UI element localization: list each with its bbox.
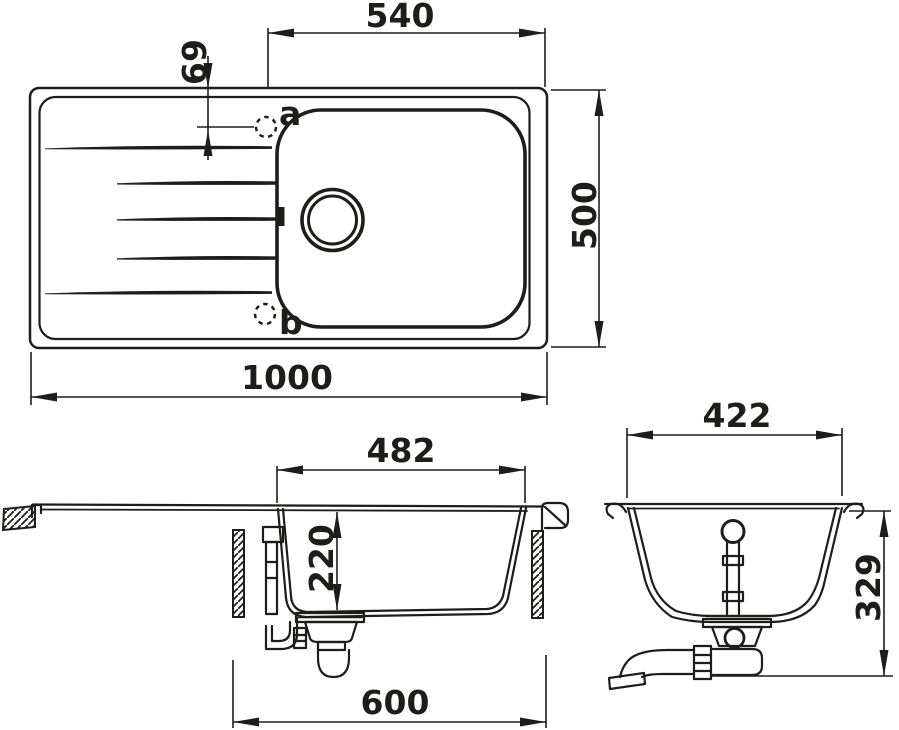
dimension-220: 220 (302, 512, 342, 610)
hole-a-label: a (279, 94, 301, 133)
dimension-69: 69 (175, 39, 214, 160)
side-top-surface (31, 503, 545, 508)
end-bowl-inner (632, 506, 838, 618)
dim-329-text: 329 (849, 553, 888, 622)
hole-b-label: b (279, 303, 303, 342)
dim-1000-text: 1000 (241, 358, 333, 397)
side-drain-trap (264, 611, 366, 679)
side-bowl-inner (281, 506, 523, 614)
end-rim-hook-left (605, 502, 628, 520)
end-drain-outlet (607, 614, 773, 691)
side-section-view: 482 220 600 (1, 431, 570, 728)
plan-outer-edge (28, 86, 549, 350)
plan-drainer-grooves (45, 145, 276, 295)
dimension-1000: 1000 (30, 352, 548, 405)
dimension-540: 540 (267, 0, 546, 87)
plan-view: a b 540 69 500 (28, 0, 606, 405)
end-section-view: 422 329 (603, 396, 893, 691)
dimension-600: 600 (232, 655, 547, 728)
hole-a-marker (254, 115, 278, 139)
dim-500-text: 500 (565, 181, 604, 250)
rim-edge-right (540, 501, 570, 532)
end-bowl-outer (626, 506, 844, 624)
plan-groove-bowl-junction (277, 207, 285, 226)
dimension-422: 422 (626, 396, 843, 498)
dim-422-text: 422 (703, 396, 772, 435)
dimension-500: 500 (551, 89, 606, 348)
cabinet-panel-right (531, 530, 544, 619)
dim-69-text: 69 (175, 39, 214, 85)
dim-540-text: 540 (366, 0, 435, 35)
cabinet-panel-left (232, 529, 245, 618)
plan-bowl (275, 108, 527, 329)
dim-220-text: 220 (302, 524, 341, 593)
dimension-482: 482 (276, 431, 526, 503)
side-bowl-outer (276, 506, 528, 619)
plan-drain-inner (307, 194, 358, 246)
side-overflow-channel (261, 525, 285, 616)
plan-drain-outer (300, 187, 365, 253)
hole-b-marker (253, 302, 277, 326)
worktop-left-section (1, 504, 36, 532)
end-overflow-pipe (720, 519, 746, 616)
dim-600-text: 600 (361, 683, 430, 722)
dim-482-text: 482 (367, 431, 436, 470)
dimension-329: 329 (712, 510, 893, 677)
plan-inner-rim (38, 95, 531, 341)
